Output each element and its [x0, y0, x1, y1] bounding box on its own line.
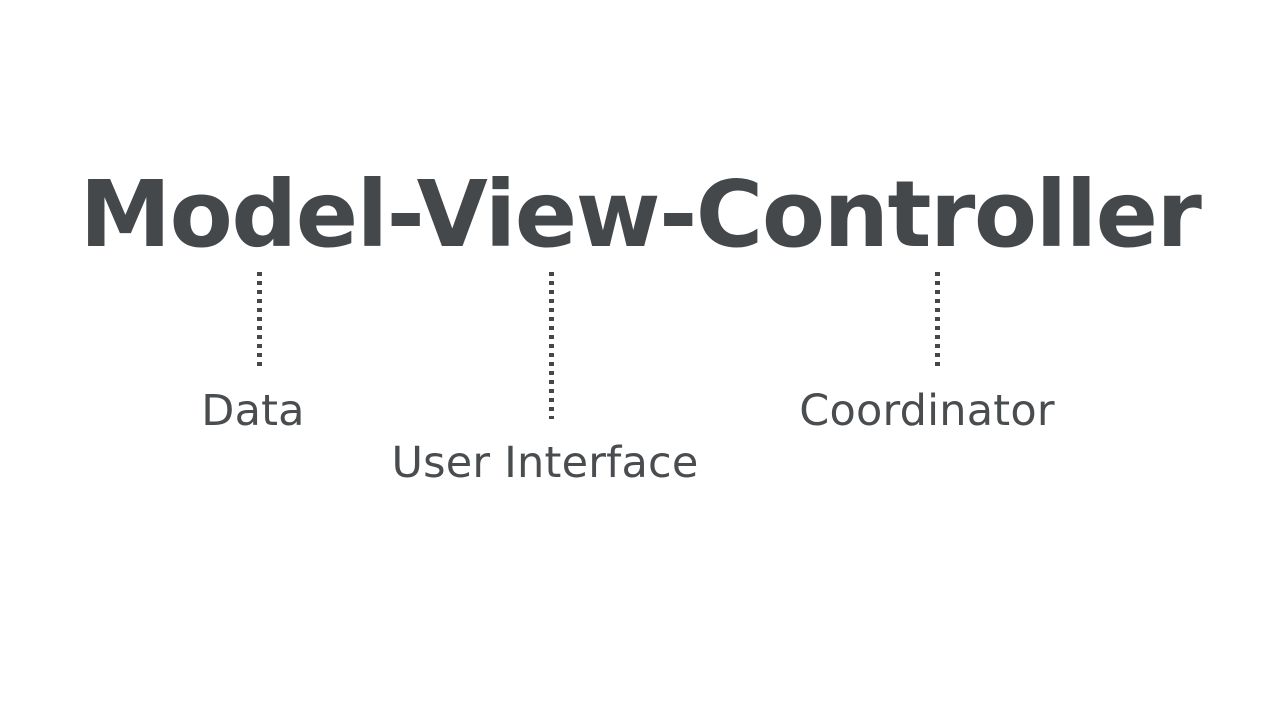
- controller-description-label: Coordinator: [799, 386, 1055, 436]
- model-description-label: Data: [201, 386, 305, 436]
- model-connector-line: [257, 272, 262, 366]
- view-connector-line: [549, 272, 554, 419]
- page-title: Model-View-Controller: [79, 161, 1202, 268]
- controller-connector-line: [935, 272, 940, 366]
- view-description-label: User Interface: [391, 438, 699, 488]
